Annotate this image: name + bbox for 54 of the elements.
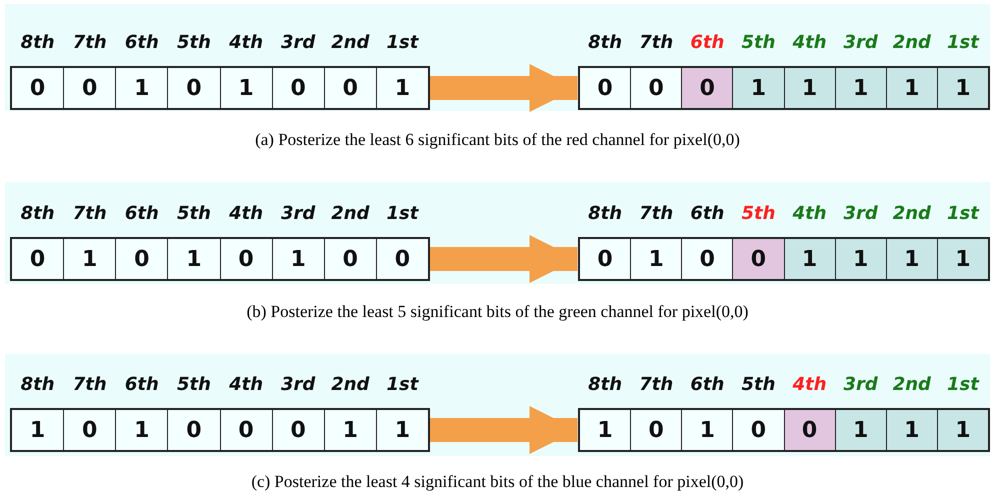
bit-position-label: 6th bbox=[689, 374, 726, 395]
bit-position-label: 1st bbox=[386, 32, 420, 53]
bit-position-label: 8th bbox=[20, 203, 56, 224]
block-arrow bbox=[430, 406, 578, 454]
bit-position-label: 3rd bbox=[280, 203, 316, 224]
bit-position-label: 7th bbox=[638, 32, 674, 53]
bit-position-label: 5th bbox=[176, 374, 212, 395]
bit-position-label: 2nd bbox=[330, 32, 370, 53]
bit-position-label: 2nd bbox=[892, 32, 932, 53]
bit-position-label: 3rd bbox=[280, 32, 316, 53]
bit-position-label: 1st bbox=[946, 32, 980, 53]
bit-position-label: 6th bbox=[689, 203, 726, 224]
bit-position-label: 8th bbox=[20, 32, 56, 53]
bit-position-label: 6th bbox=[124, 374, 160, 395]
bit-position-label: 1st bbox=[386, 203, 420, 224]
caption: (a) Posterize the least 6 significant bits of the red channel for pixel(0,0) bbox=[254, 130, 741, 150]
block-arrow bbox=[430, 64, 578, 112]
bit-position-label: 6th bbox=[124, 32, 160, 53]
bit-position-label: 2nd bbox=[892, 203, 932, 224]
bit-position-label: 6th bbox=[124, 203, 160, 224]
block-arrow bbox=[430, 235, 578, 283]
bit-position-label: 8th bbox=[587, 203, 624, 224]
bit-position-label: 8th bbox=[587, 32, 624, 53]
bit-position-label: 5th bbox=[740, 203, 776, 224]
bit-position-label: 6th bbox=[689, 32, 726, 53]
bit-position-label: 5th bbox=[740, 32, 776, 53]
bit-position-label: 4th bbox=[792, 203, 828, 224]
bit-position-label: 3rd bbox=[842, 203, 879, 224]
bit-position-label: 5th bbox=[176, 203, 212, 224]
bit-position-label: 7th bbox=[638, 374, 674, 395]
bit-position-label: 3rd bbox=[842, 374, 879, 395]
bit-position-label: 1st bbox=[946, 203, 980, 224]
bit-position-label: 2nd bbox=[892, 374, 932, 395]
caption: (c) Posterize the least 4 significant bits of the blue channel for pixel(0,0) bbox=[250, 472, 745, 492]
bit-position-label: 4th bbox=[228, 203, 264, 224]
bit-position-label: 1st bbox=[946, 374, 980, 395]
caption: (b) Posterize the least 5 significant bits of the green channel for pixel(0,0) bbox=[246, 302, 750, 322]
bit-position-label: 3rd bbox=[842, 32, 879, 53]
bit-position-label: 4th bbox=[792, 374, 828, 395]
bit-position-label: 3rd bbox=[280, 374, 316, 395]
bit-position-label: 1st bbox=[386, 374, 420, 395]
bit-position-label: 7th bbox=[72, 32, 108, 53]
bit-position-label: 8th bbox=[587, 374, 624, 395]
bit-position-label: 8th bbox=[20, 374, 56, 395]
bit-position-label: 7th bbox=[638, 203, 674, 224]
bit-position-label: 7th bbox=[72, 203, 108, 224]
bit-position-label: 4th bbox=[228, 374, 264, 395]
bit-position-label: 2nd bbox=[330, 203, 370, 224]
bit-position-label: 4th bbox=[228, 32, 264, 53]
bit-position-label: 4th bbox=[792, 32, 828, 53]
bit-position-label: 7th bbox=[72, 374, 108, 395]
bit-position-label: 5th bbox=[176, 32, 212, 53]
bit-position-label: 2nd bbox=[330, 374, 370, 395]
bit-position-label: 5th bbox=[740, 374, 776, 395]
